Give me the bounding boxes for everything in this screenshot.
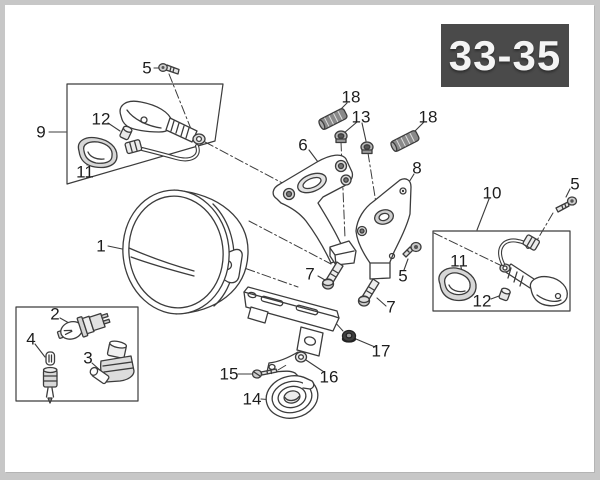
callout-12-left: 12 <box>91 109 111 129</box>
callout-7-right: 7 <box>386 297 396 317</box>
callout-6: 6 <box>298 135 308 155</box>
left-turn-signal-assembly <box>119 100 206 162</box>
callout-8: 8 <box>412 158 422 178</box>
callout-5-right: 5 <box>570 174 580 194</box>
callout-5-center: 5 <box>398 266 408 286</box>
rubber-pad-right <box>390 130 420 152</box>
callout-11-left: 11 <box>76 162 94 182</box>
right-turn-signal-assembly <box>498 234 568 307</box>
bracket-bolt-right <box>357 278 380 307</box>
bracket-bolt-left <box>321 261 344 290</box>
callout-7-left: 7 <box>305 264 315 284</box>
callout-4: 4 <box>26 329 36 349</box>
callout-12-right: 12 <box>472 291 492 311</box>
callout-5-left: 5 <box>142 58 152 78</box>
callout-16: 16 <box>319 367 339 387</box>
bulb-kit-box <box>15 306 139 402</box>
callout-9: 9 <box>36 122 46 142</box>
left-signal-bulb <box>119 125 133 141</box>
horn-screw <box>251 368 278 379</box>
callout-18-left: 18 <box>341 87 361 107</box>
rubber-pad-left <box>318 108 348 130</box>
headlight-bulb <box>56 312 111 340</box>
callout-11-right: 11 <box>450 251 468 271</box>
callout-14: 14 <box>242 389 262 409</box>
right-signal-screw <box>555 196 578 213</box>
parking-bulb <box>42 351 58 404</box>
bracket-nuts <box>334 130 374 155</box>
headlight-bracket-left <box>272 154 357 266</box>
crossbar-plate <box>296 326 324 357</box>
right-turn-signal-kit-box <box>432 230 571 312</box>
right-signal-lens <box>438 267 477 302</box>
page-number-badge: 33-35 <box>441 24 569 87</box>
left-signal-screw <box>158 63 180 75</box>
callout-18-right: 18 <box>418 107 438 127</box>
signal-housing <box>529 275 568 307</box>
callout-17: 17 <box>371 341 391 361</box>
bulb-holder <box>89 340 135 385</box>
left-turn-signal-kit-box <box>66 83 224 185</box>
callout-13: 13 <box>351 107 371 127</box>
callout-10: 10 <box>482 183 502 203</box>
callout-3: 3 <box>83 348 93 368</box>
callout-1: 1 <box>96 236 106 256</box>
right-signal-bulb <box>498 287 511 302</box>
signal-connector <box>522 234 540 251</box>
signal-connector <box>124 139 143 155</box>
horn-washer <box>294 351 308 363</box>
horn-mount-tab <box>302 376 315 390</box>
left-signal-lens <box>77 136 118 169</box>
bracket-screw <box>402 241 422 258</box>
headlight-mount-crossbar <box>243 286 340 357</box>
callout-15: 15 <box>219 364 239 384</box>
callout-2: 2 <box>50 304 60 324</box>
headlight-bracket-right <box>355 178 412 280</box>
headlight-unit <box>122 189 249 315</box>
horn <box>265 375 319 419</box>
horn-nut <box>341 329 357 343</box>
